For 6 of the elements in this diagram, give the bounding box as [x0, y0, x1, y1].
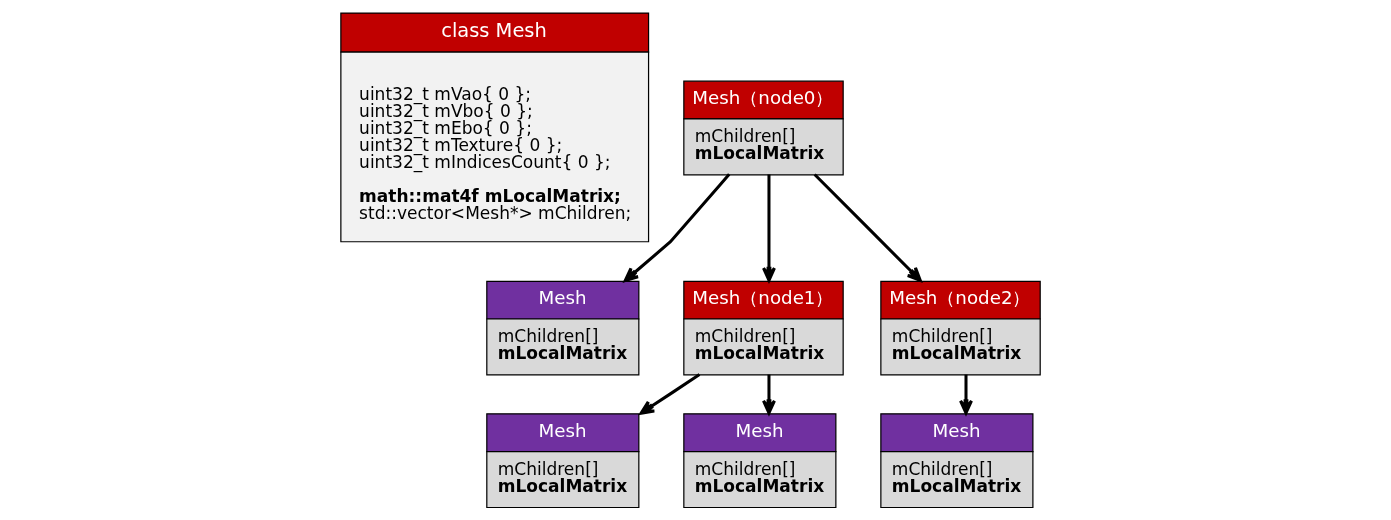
- arrow: [958, 374, 973, 415]
- arrow: [639, 373, 700, 415]
- arrow: [623, 173, 730, 283]
- arrow: [813, 173, 922, 282]
- arrow: [761, 374, 776, 415]
- arrow: [761, 174, 776, 282]
